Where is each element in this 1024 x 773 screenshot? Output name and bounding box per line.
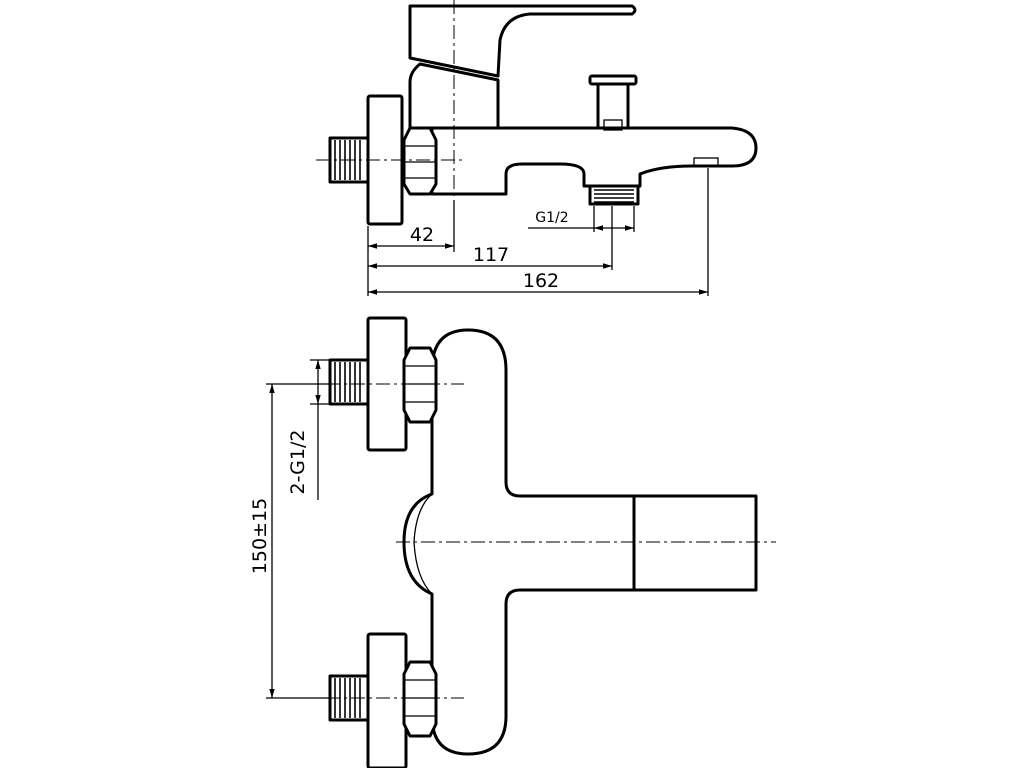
lever-handle: [408, 4, 637, 78]
inlet-thread-label: 2-G1/2: [287, 430, 309, 495]
dimension-label-117: 117: [473, 244, 509, 266]
dimension-label-42: 42: [410, 224, 434, 246]
diverter-knob: [588, 74, 638, 131]
side-view: 42 117 162 G1/2: [316, 0, 758, 296]
spout-aerator: [692, 157, 720, 167]
hex-nut-upper: [402, 346, 438, 424]
dimension-label-162: 162: [523, 270, 559, 292]
lever-handle-front: [632, 494, 758, 592]
front-view: 150±15 2-G1/2: [249, 316, 776, 770]
shower-outlet-thread: [588, 184, 640, 206]
hex-nut-side: [402, 126, 438, 196]
mixer-body-front: [402, 328, 636, 756]
hex-nut-lower: [402, 660, 438, 738]
outlet-thread-label: G1/2: [535, 210, 568, 226]
inlet-thread-upper: [328, 358, 370, 406]
wall-flange-lower: [366, 632, 408, 770]
spout-body: [430, 126, 758, 196]
inlet-spacing-label: 150±15: [249, 498, 271, 574]
